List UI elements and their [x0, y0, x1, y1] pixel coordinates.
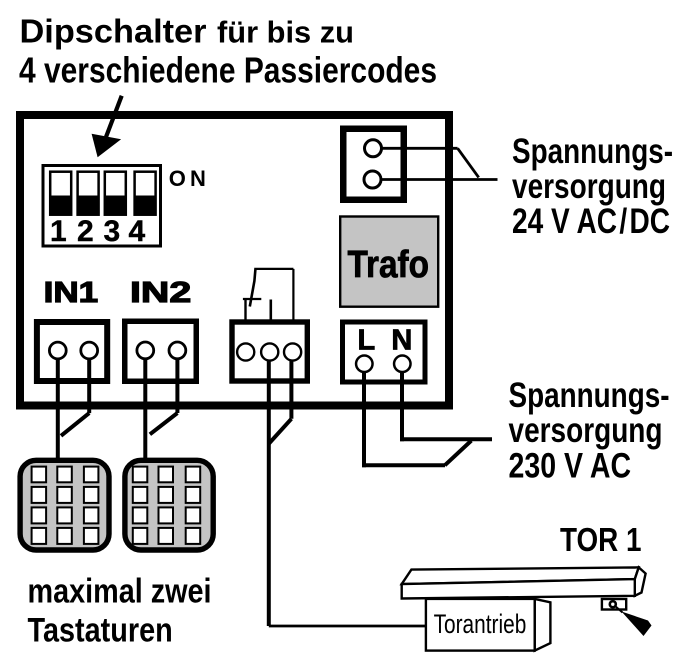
svg-text:Spannungs-: Spannungs-: [509, 376, 670, 415]
svg-text:N: N: [190, 166, 206, 191]
svg-text:Dipschalter: Dipschalter: [20, 13, 207, 50]
svg-text:N: N: [391, 325, 412, 357]
svg-text:versorgung: versorgung: [512, 167, 666, 206]
svg-text:TOR 1: TOR 1: [560, 521, 642, 558]
svg-text:versorgung: versorgung: [509, 411, 663, 450]
svg-text:1: 1: [50, 215, 67, 248]
svg-text:Spannungs-: Spannungs-: [512, 132, 673, 171]
svg-text:Torantrieb: Torantrieb: [434, 609, 527, 639]
svg-text:230 V AC: 230 V AC: [509, 446, 632, 485]
svg-text:für bis zu: für bis zu: [217, 15, 354, 50]
svg-text:Tastaturen: Tastaturen: [28, 611, 173, 649]
svg-text:maximal zwei: maximal zwei: [28, 573, 212, 611]
svg-text:Trafo: Trafo: [348, 244, 430, 286]
svg-text:O: O: [169, 166, 186, 191]
svg-text:IN1: IN1: [44, 277, 99, 309]
svg-text:3: 3: [104, 215, 121, 248]
svg-text:L: L: [357, 325, 375, 357]
svg-text:24 V AC / DC: 24 V AC / DC: [512, 202, 670, 241]
svg-text:IN2: IN2: [130, 277, 191, 309]
svg-text:4 verschiedene Passiercodes: 4 verschiedene Passiercodes: [19, 50, 437, 91]
svg-text:4: 4: [129, 215, 146, 248]
svg-text:2: 2: [77, 215, 94, 248]
